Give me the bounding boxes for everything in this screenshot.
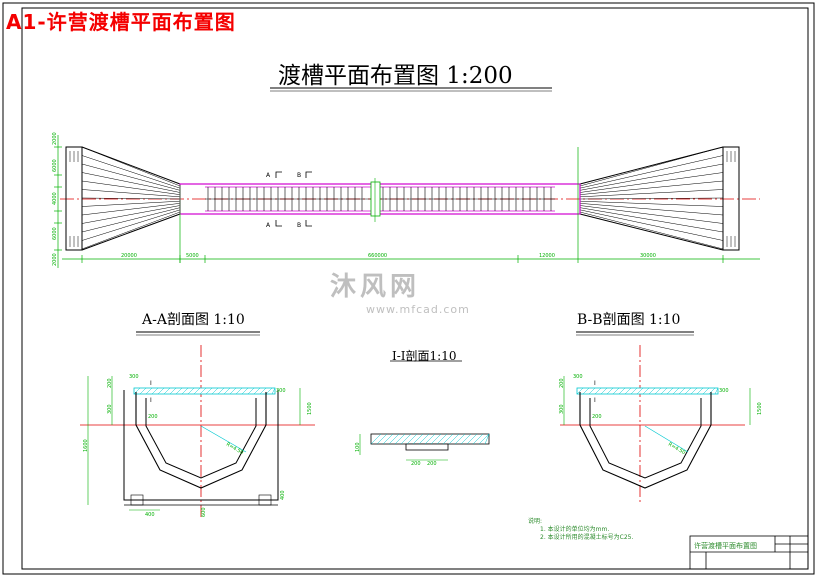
svg-text:300: 300 [559,404,565,414]
dim-left-1: 2000 [52,132,58,145]
svg-text:400: 400 [145,512,155,518]
marker-b-top: B [297,172,301,179]
svg-text:300: 300 [719,388,729,394]
svg-text:1500: 1500 [757,402,763,415]
title-block-drawing-name: 许营渡槽平面布置图 [694,542,757,550]
svg-text:I: I [150,380,152,387]
dim-plan-1: 20000 [121,253,137,259]
svg-text:1600: 1600 [83,439,89,452]
left-transition-fan [81,146,181,251]
section-aa-title: A-A剖面图 1:10 [142,312,245,328]
svg-text:R=4.50: R=4.50 [667,442,686,457]
note-2: 2. 本设计所用的混凝土标号为C25. [540,534,634,541]
notes-heading: 说明: [528,518,543,525]
svg-text:200: 200 [427,461,437,467]
sheet-title: A1-许营渡槽平面布置图 [6,10,236,34]
dim-left-4: 6000 [52,227,58,240]
right-abutment [722,146,740,251]
svg-text:300: 300 [129,374,139,380]
svg-text:1500: 1500 [307,402,313,415]
svg-text:400: 400 [280,490,286,500]
svg-text:200: 200 [592,414,602,420]
dim-left-3: 4000 [52,192,58,205]
svg-text:600: 600 [201,507,207,517]
dim-left-2: 6000 [52,159,58,172]
section-ii: 100 200 200 [355,360,490,467]
plan-view: A B A B 20000 5000 660000 12000 30000 [52,132,760,268]
svg-text:300: 300 [573,374,583,380]
marker-a-bottom: A [266,222,271,229]
svg-text:100: 100 [355,442,361,452]
watermark-url: www.mfcad.com [366,303,470,316]
inner-border [21,7,809,570]
section-bb-title: B-B剖面图 1:10 [577,312,681,328]
dim-plan-2: 5000 [186,253,199,259]
marker-b-bottom: B [297,222,301,229]
svg-text:300: 300 [276,388,286,394]
left-abutment [65,146,83,251]
svg-text:200: 200 [411,461,421,467]
design-notes: 说明: 1. 本设计的单位均为mm. 2. 本设计所用的混凝土标号为C25. [528,518,633,542]
aqueduct-ribs [205,187,555,211]
svg-text:R=4.50: R=4.50 [225,442,244,457]
svg-text:200: 200 [559,378,565,388]
section-aa: R=4.50 I I 200 300 1600 200 1500 400 400… [80,331,315,520]
plan-title: 渡槽平面布置图 1:200 [278,63,513,89]
watermark-brand: 沐风网 [330,272,421,302]
svg-text:200: 200 [107,378,113,388]
title-block [689,535,809,570]
dim-left-5: 2000 [52,253,58,266]
note-1: 1. 本设计的单位均为mm. [540,526,610,533]
svg-text:I: I [150,397,152,404]
dim-plan-5: 30000 [640,253,656,259]
right-transition-fan [579,146,724,251]
marker-a-top: A [266,172,271,179]
expansion-joint [370,181,381,217]
section-ii-title: I-I剖面1:10 [392,349,457,363]
dim-plan-3: 660000 [368,253,387,259]
dim-plan-4: 12000 [539,253,555,259]
svg-text:200: 200 [148,414,158,420]
svg-text:I: I [594,397,596,404]
svg-text:I: I [594,380,596,387]
watermark: 沐风网 www.mfcad.com [330,266,470,316]
section-bb: R=4.50 I I 200 300 200 1500 300 300 [559,331,763,505]
svg-text:300: 300 [107,404,113,414]
